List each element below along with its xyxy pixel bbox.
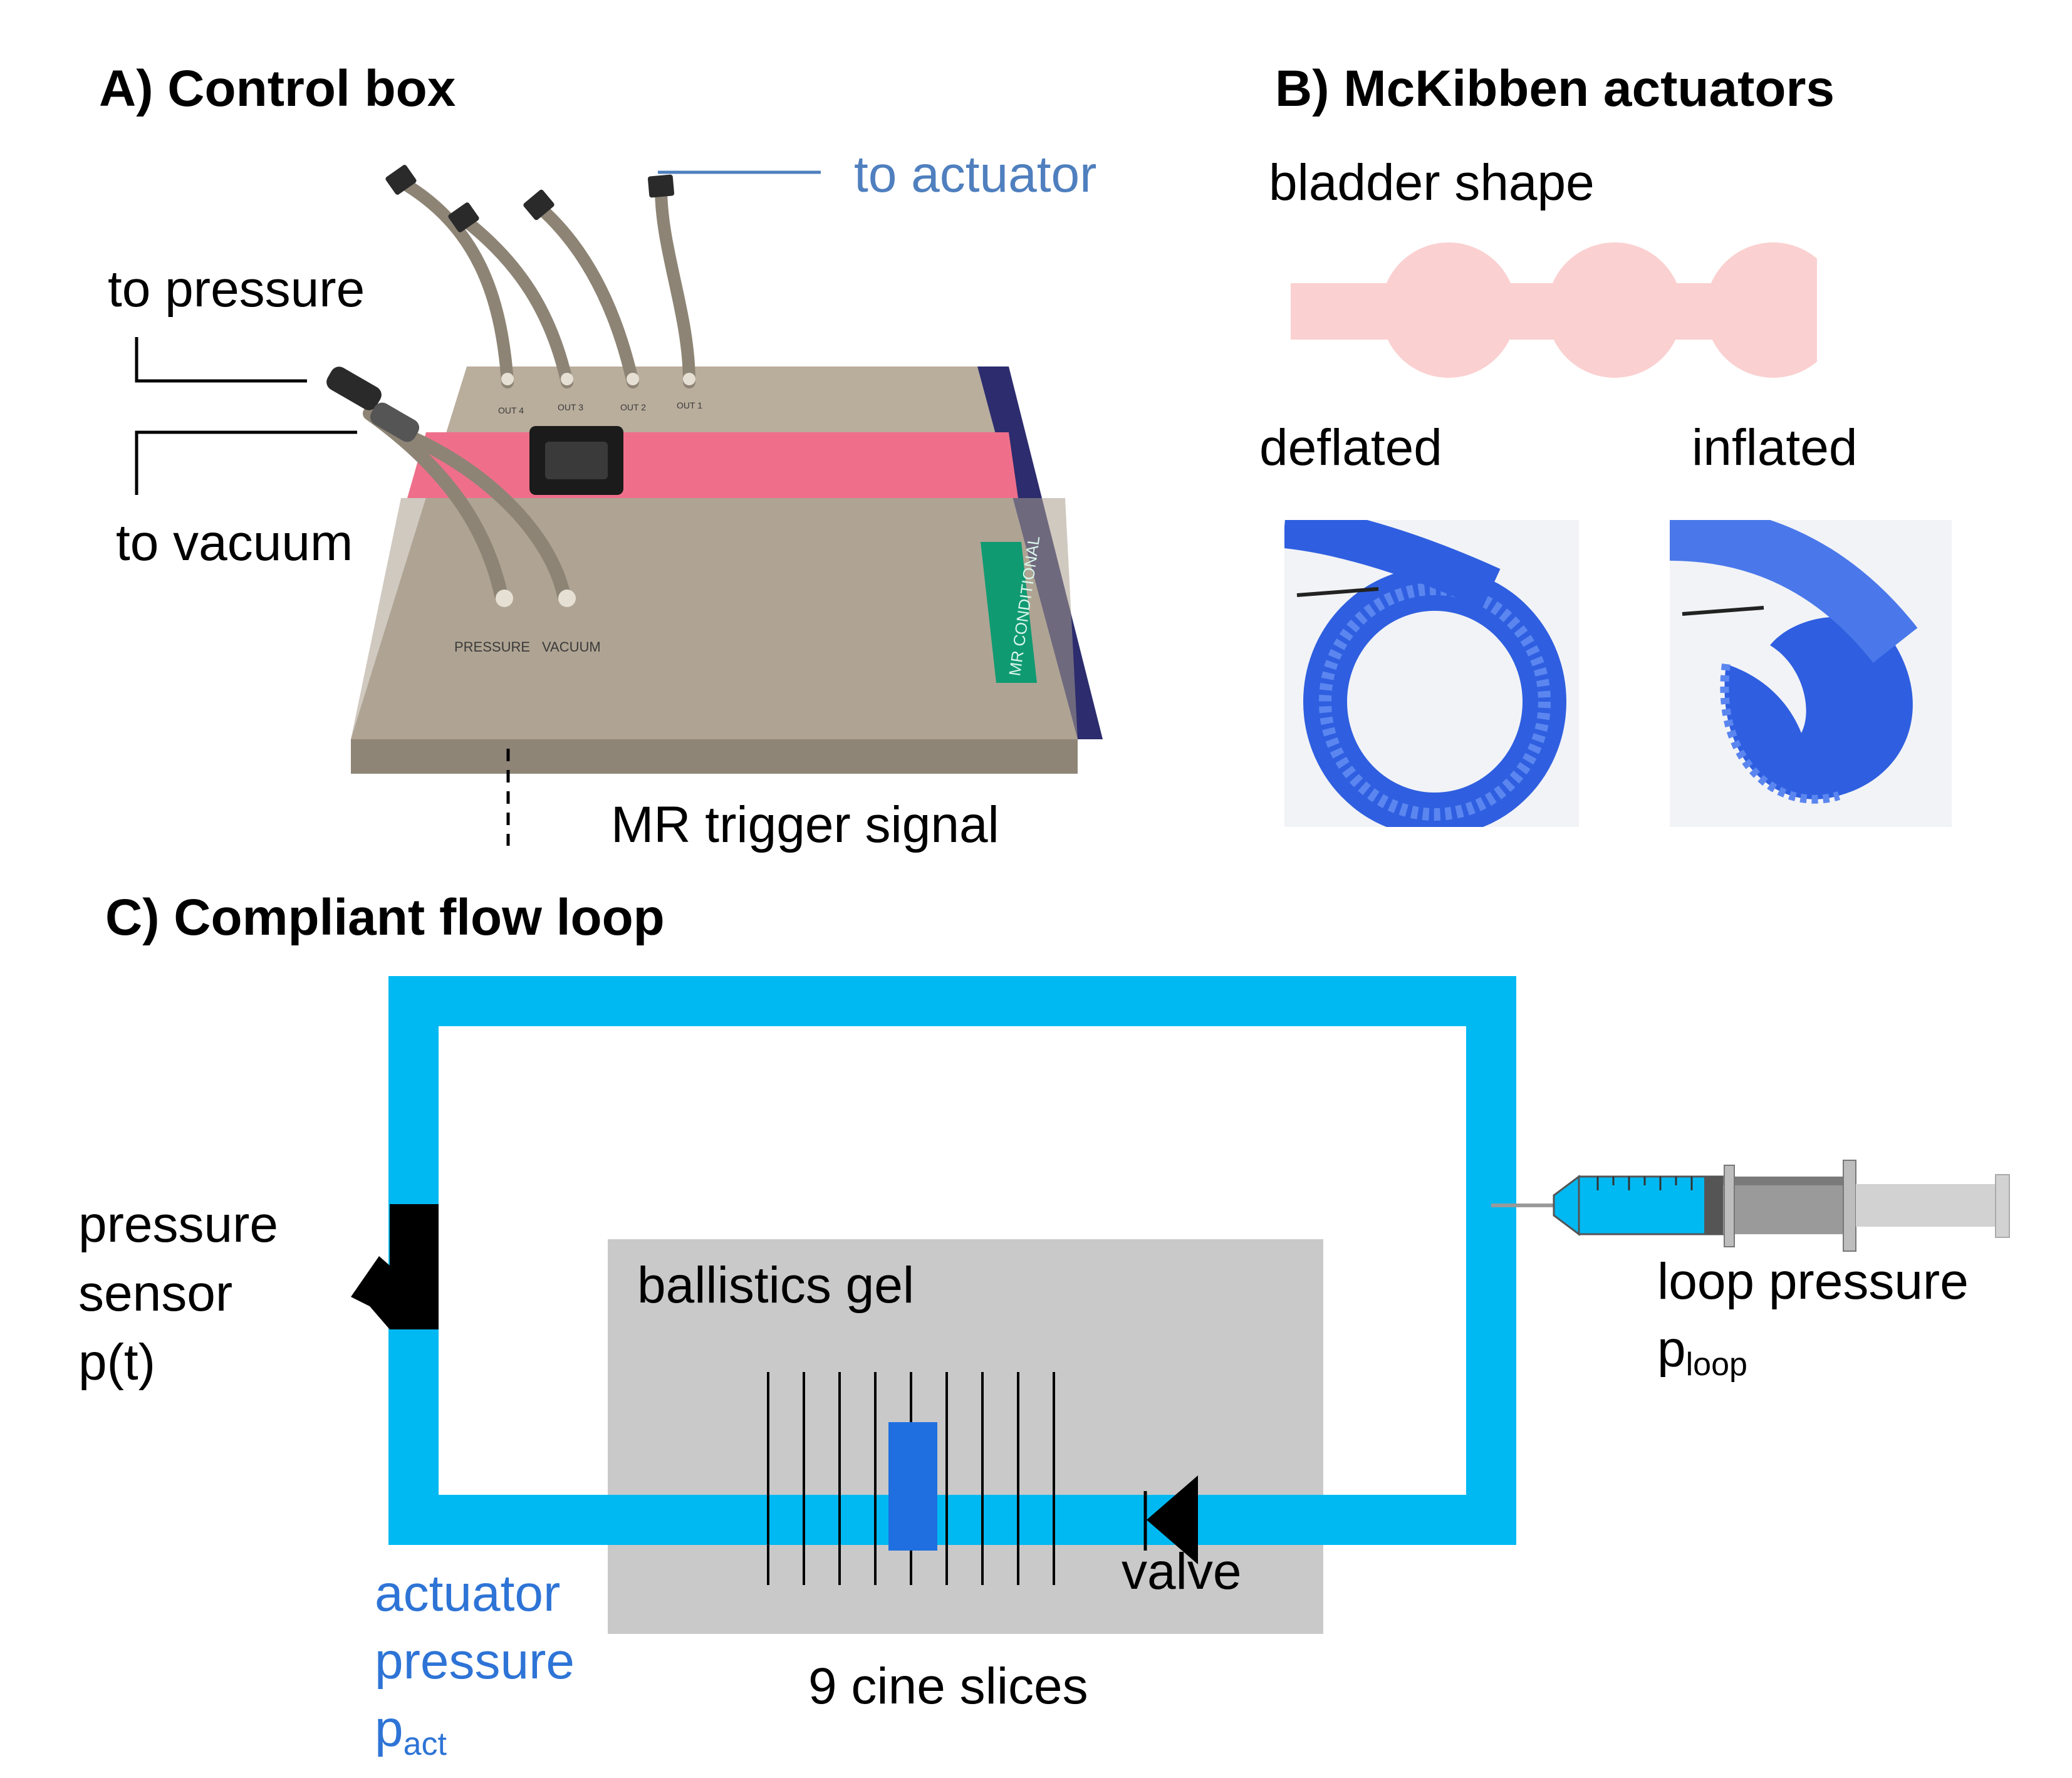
panel-c-title: C) Compliant flow loop — [105, 889, 665, 946]
pressure-sensor-line-2: sensor — [78, 1265, 233, 1322]
port-label-4: OUT 4 — [498, 405, 524, 415]
fittings — [496, 373, 695, 607]
to-vacuum-line — [135, 430, 357, 495]
pressure-sensor-line-1: pressure — [78, 1196, 279, 1253]
pressure-sensor-label: pressure sensor p(t) — [78, 1190, 278, 1397]
to-pressure-line — [135, 337, 307, 383]
mr-label — [981, 542, 1037, 683]
loop-pressure-line-1: loop pressure — [1657, 1253, 1969, 1310]
panel-a-title: A) Control box — [99, 60, 456, 117]
ballistics-gel-label: ballistics gel — [637, 1257, 915, 1314]
to-vacuum-label: to vacuum — [116, 514, 353, 571]
cine-slice-lines — [767, 1372, 1055, 1585]
bladder-shape-diagram — [1291, 242, 1817, 378]
actuator-pressure-line-1: actuator — [375, 1565, 561, 1622]
actuator-pressure-label: actuator pressure pact — [375, 1560, 575, 1778]
actuator-pressure-line-2: pressure — [375, 1633, 575, 1690]
port-label-2: OUT 2 — [620, 402, 646, 412]
port-label-3: OUT 3 — [558, 402, 583, 412]
control-box-front — [351, 739, 1078, 774]
mr-trigger-label: MR trigger signal — [611, 796, 999, 853]
deflated-actuator-photo — [1284, 520, 1579, 827]
control-box-photo: MR CONDITIONAL PRESSURE VACUUM OUT 4 OUT… — [135, 165, 1103, 846]
inflated-label: inflated — [1692, 419, 1858, 476]
box-print-vacuum: VACUUM — [542, 639, 601, 655]
inflated-actuator-photo — [1670, 520, 1952, 827]
hose-connectors — [385, 165, 675, 232]
actuator-hoses — [395, 175, 695, 388]
valve-label: valve — [1122, 1543, 1242, 1600]
panel-b-title: B) McKibben actuators — [1275, 60, 1835, 117]
syringe-icon — [1491, 1160, 2010, 1252]
to-pressure-label: to pressure — [108, 261, 365, 318]
port-label-1: OUT 1 — [677, 400, 702, 410]
pressure-sensor-line-3: p(t) — [78, 1334, 155, 1391]
bladder-shape-label: bladder shape — [1269, 154, 1595, 211]
loop-pressure-label: loop pressure ploop — [1657, 1248, 1969, 1398]
p-loop-symbol: ploop — [1657, 1321, 1747, 1383]
deflated-label: deflated — [1259, 419, 1442, 476]
p-act-symbol: pact — [375, 1700, 447, 1762]
actuator-block — [888, 1422, 937, 1551]
valve-icon — [1147, 1475, 1198, 1564]
box-print-pressure: PRESSURE — [454, 639, 530, 655]
cine-slices-label: 9 cine slices — [808, 1658, 1088, 1715]
ballistics-gel-block — [608, 1239, 1323, 1634]
to-actuator-label: to actuator — [854, 146, 1097, 203]
pressure-sensor-icon — [351, 1204, 439, 1329]
flow-loop-diagram — [351, 976, 2010, 1634]
